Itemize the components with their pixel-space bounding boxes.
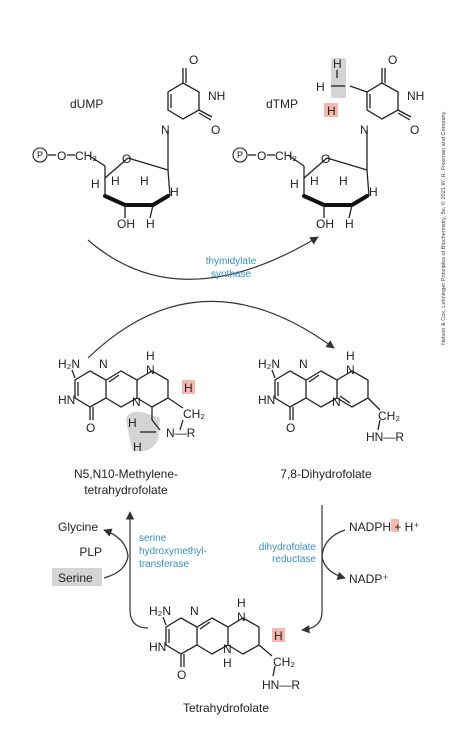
svg-text:N: N — [299, 357, 308, 371]
enzyme-shmt-line3: transferase — [139, 559, 189, 570]
svg-text:P: P — [37, 150, 43, 160]
svg-text:N: N — [161, 123, 170, 137]
svg-text:H₂N: H₂N — [58, 357, 80, 371]
svg-text:H: H — [327, 104, 336, 118]
svg-text:N: N — [360, 123, 369, 137]
svg-text:O: O — [86, 421, 95, 435]
svg-text:HN—R: HN—R — [262, 678, 300, 692]
enzyme-shmt-line1: serine — [139, 533, 167, 544]
glycine-label: Glycine — [58, 520, 98, 534]
dtmp-label: dTMP — [266, 97, 298, 111]
svg-text:P: P — [237, 150, 243, 160]
svg-text:N—R: N—R — [166, 426, 196, 440]
svg-text:H: H — [316, 80, 325, 94]
thymidylate-synthase-arrows: thymidylate synthase — [87, 236, 335, 359]
svg-text:O: O — [122, 152, 131, 166]
enzyme-ts-line2: synthase — [211, 269, 251, 280]
svg-text:H: H — [184, 381, 193, 395]
methylene-thf-label-1: N5,N10-Methylene- — [74, 467, 178, 481]
svg-text:H: H — [345, 217, 354, 231]
svg-text:O: O — [346, 90, 347, 92]
svg-text:CH₂: CH₂ — [378, 409, 400, 423]
enzyme-ts-line1: thymidylate — [206, 256, 257, 267]
svg-text:N: N — [346, 363, 355, 377]
enzyme-dhfr-line2: reductase — [272, 554, 316, 565]
serine-label: Serine — [58, 571, 93, 585]
svg-text:H: H — [369, 185, 378, 199]
svg-text:HN: HN — [258, 393, 275, 407]
credit-line: Nelson & Cox, Lehninger Principles of Bi… — [440, 111, 447, 345]
dump-structure: P O CH₂ O O NH O N H H H H OH H dUMP — [32, 53, 225, 231]
serine-highlight — [52, 568, 102, 586]
svg-text:CH₂: CH₂ — [183, 407, 205, 421]
methylene-thf-label-2: tetrahydrofolate — [84, 483, 168, 497]
svg-text:O: O — [257, 149, 266, 163]
dtmp-methyl-highlight — [331, 58, 346, 98]
methylene-thf-structure: H₂N N H N HN O N H CH₂ H O N—R H N5,N10-… — [58, 349, 205, 497]
svg-text:O: O — [57, 149, 66, 163]
svg-text:OH: OH — [316, 217, 334, 231]
nadp-label: NADP⁺ — [349, 572, 389, 586]
svg-text:N: N — [99, 357, 108, 371]
svg-text:CH₂: CH₂ — [275, 149, 297, 163]
svg-text:H: H — [290, 177, 299, 191]
svg-text:CH₂: CH₂ — [273, 655, 295, 669]
svg-text:H: H — [339, 174, 348, 188]
enzyme-dhfr-line1: dihydrofolate — [259, 542, 317, 553]
svg-text:H: H — [128, 416, 137, 430]
svg-text:H: H — [146, 217, 155, 231]
svg-text:H: H — [91, 177, 100, 191]
svg-text:O: O — [286, 421, 295, 435]
dhfr-reaction: dihydrofolate reductase NADPH + H⁺ NADP⁺ — [259, 505, 420, 634]
dihydrofolate-structure: H₂N N H N HN O N CH₂ HN—R 7,8-Dihydrofol… — [258, 349, 404, 481]
svg-text:H: H — [237, 596, 246, 610]
svg-text:O: O — [211, 123, 220, 137]
svg-text:HN—R: HN—R — [366, 430, 404, 444]
svg-text:N: N — [223, 642, 232, 656]
svg-text:H: H — [310, 174, 319, 188]
svg-text:H₂N: H₂N — [149, 604, 171, 618]
svg-text:H₂N: H₂N — [258, 357, 280, 371]
dihydrofolate-label: 7,8-Dihydrofolate — [280, 467, 372, 481]
svg-text:H: H — [170, 185, 179, 199]
thf-label: Tetrahydrofolate — [183, 701, 269, 715]
svg-text:H: H — [146, 349, 155, 363]
svg-text:H: H — [333, 57, 342, 71]
svg-text:H: H — [274, 629, 283, 643]
svg-text:O: O — [189, 53, 198, 67]
svg-text:H: H — [140, 174, 149, 188]
svg-text:CH₂: CH₂ — [75, 149, 97, 163]
dump-label: dUMP — [70, 97, 103, 111]
svg-text:HN: HN — [149, 640, 166, 654]
svg-text:HN: HN — [58, 393, 75, 407]
svg-text:N: N — [146, 363, 155, 377]
svg-text:H: H — [346, 349, 355, 363]
svg-text:NH: NH — [407, 89, 424, 103]
dtmp-structure: H H O H P O CH₂ O O NH O N H H H H OH H … — [232, 53, 424, 231]
nadph-label: NADPH + H⁺ — [349, 520, 420, 534]
svg-text:OH: OH — [117, 217, 135, 231]
svg-text:H: H — [133, 440, 142, 454]
svg-text:H: H — [111, 174, 120, 188]
svg-text:H: H — [223, 656, 232, 670]
svg-text:O: O — [410, 123, 419, 137]
svg-text:N: N — [237, 610, 246, 624]
svg-text:N: N — [332, 395, 341, 409]
enzyme-shmt-line2: hydroxymethyl- — [139, 546, 207, 557]
plp-label: PLP — [79, 545, 102, 559]
thf-structure: H₂N N H N HN O N H H CH₂ HN—R Tetrahydro… — [149, 596, 300, 715]
dtmp-h-highlight — [324, 103, 338, 117]
svg-text:O: O — [321, 152, 330, 166]
svg-text:O: O — [388, 53, 397, 67]
svg-text:O: O — [177, 668, 186, 682]
shmt-reaction: Glycine PLP Serine serine hydroxymethyl-… — [52, 511, 207, 629]
svg-text:N: N — [132, 395, 141, 409]
svg-text:NH: NH — [208, 89, 225, 103]
svg-text:N: N — [190, 604, 199, 618]
